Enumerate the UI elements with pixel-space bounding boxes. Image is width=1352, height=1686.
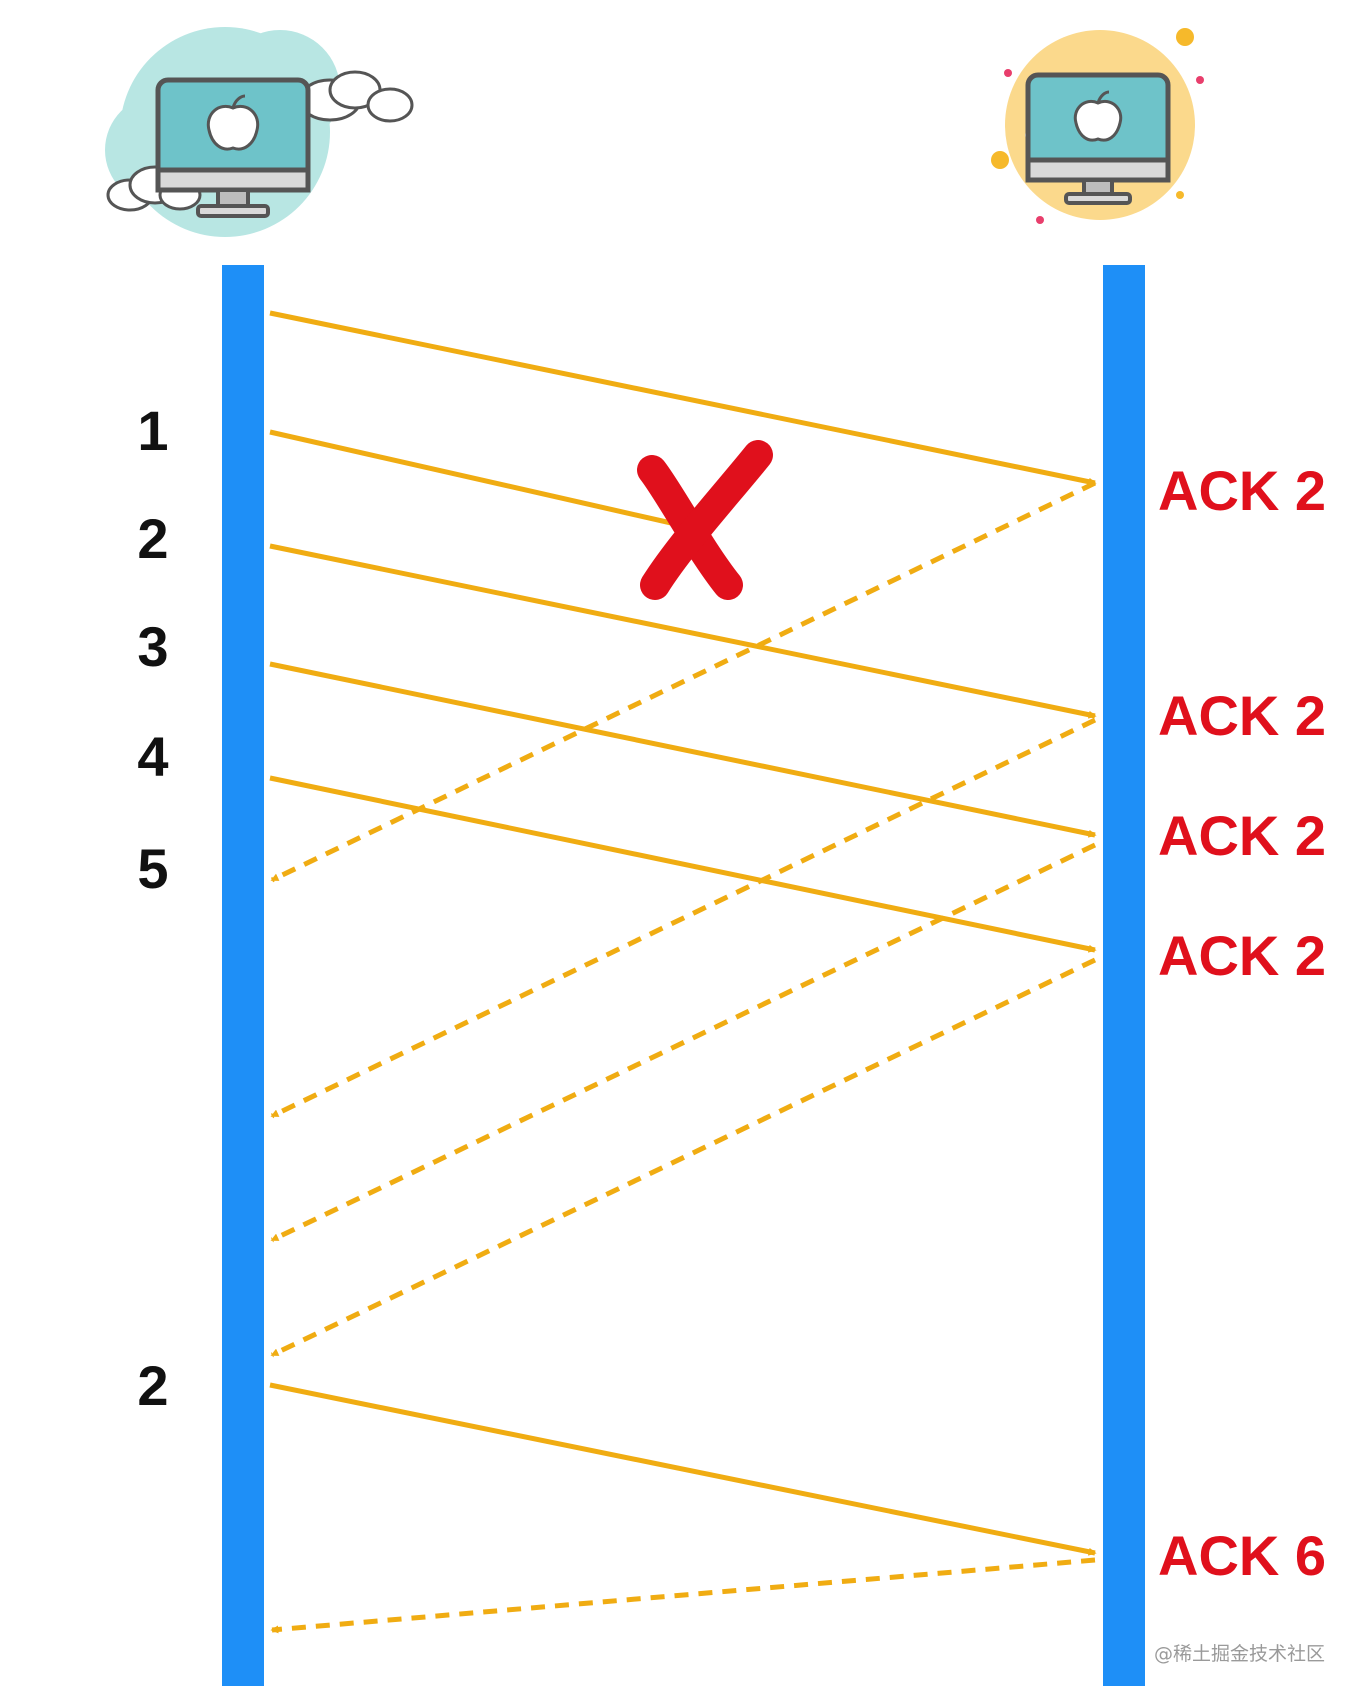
- seq-label: 2: [137, 507, 168, 570]
- ack-label: ACK 2: [1158, 684, 1326, 747]
- receiver-timeline: [1103, 265, 1145, 1686]
- sender-timeline: [222, 265, 264, 1686]
- segment-arrow-retransmit: [269, 1382, 1097, 1556]
- ack-arrow-6: [270, 1557, 1096, 1634]
- seq-label: 5: [137, 837, 168, 900]
- cloud-icon: [106, 165, 202, 212]
- segment-arrow-5: [269, 775, 1097, 953]
- segment-arrow-3: [269, 543, 1097, 719]
- receiver-computer-icon: [991, 28, 1204, 224]
- seq-label: 1: [137, 399, 168, 462]
- ack-label: ACK 2: [1158, 924, 1326, 987]
- ack-label: ACK 6: [1158, 1524, 1326, 1587]
- seq-label: 3: [137, 615, 168, 678]
- ack-label: ACK 2: [1158, 804, 1326, 867]
- segment-arrow-lost: [269, 429, 682, 528]
- ack-arrow-3: [270, 842, 1097, 1243]
- lost-packet-x-icon: [637, 440, 773, 600]
- ack-arrow-1: [270, 480, 1097, 883]
- segment-arrow-1: [269, 310, 1097, 486]
- segment-arrow-4: [269, 661, 1097, 838]
- seq-label: 4: [137, 725, 168, 788]
- cloud-icon: [298, 70, 414, 123]
- ack-arrow-2: [270, 717, 1097, 1119]
- sender-computer-icon: [105, 27, 414, 237]
- watermark-text: @稀土掘金技术社区: [1154, 1643, 1325, 1665]
- seq-label: 2: [137, 1354, 168, 1417]
- ack-label: ACK 2: [1158, 459, 1326, 522]
- ack-arrow-4: [270, 957, 1097, 1358]
